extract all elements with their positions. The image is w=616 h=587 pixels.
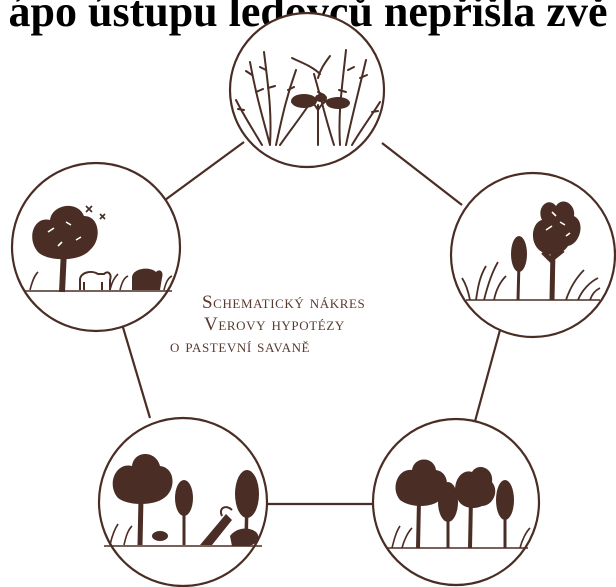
tree-grazing-animals-scene-icon (24, 205, 173, 293)
connector-left-top (164, 141, 245, 201)
caption-line-1: Schematický nákres (202, 292, 366, 313)
caption-line-2: Verovy hypotézy (204, 314, 345, 335)
closed-grove-scene-icon (386, 459, 531, 549)
stage-closed-grove (371, 417, 541, 587)
caption-line-3: o pastevní savaně (170, 336, 311, 357)
stage-grazed-savanna (10, 161, 182, 333)
connector-top-right (381, 142, 463, 206)
fallen-tree-grove-scene-icon (104, 454, 262, 547)
stage-decaying-grove (97, 416, 269, 587)
cycle-connectors (120, 141, 502, 506)
stage-young-forest-edge (449, 171, 616, 339)
young-tree-shrubs-scene-icon (461, 201, 601, 301)
connector-right-bottomright (472, 329, 502, 426)
shrubs-saplings-scene-icon (235, 49, 381, 146)
diagram-caption: Schematický nákres Verovy hypotézy o pas… (150, 292, 420, 358)
connector-bottomleft-left (120, 323, 152, 419)
stage-shrubs-and-saplings (228, 11, 386, 169)
